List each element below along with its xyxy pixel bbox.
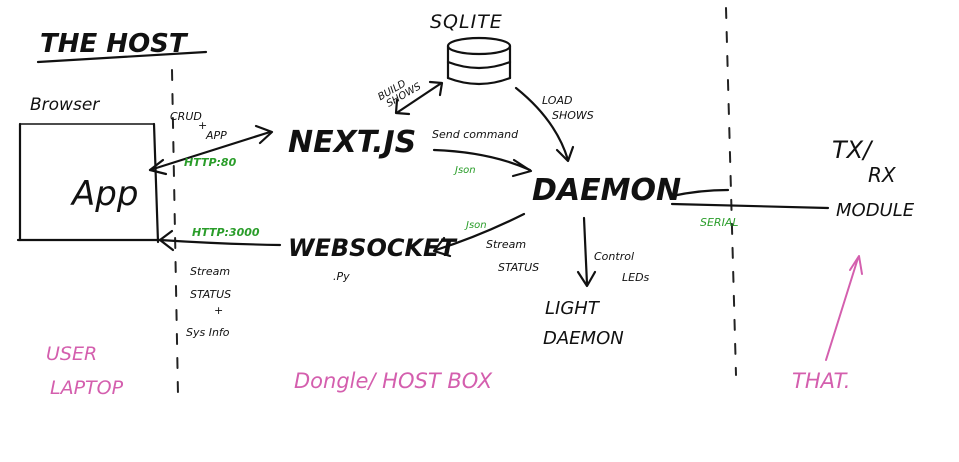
txrx-line-2: RX [868, 163, 897, 187]
sqlite-cylinder-icon [446, 36, 512, 86]
edge-nextjs-daemon-arrowhead [511, 158, 533, 178]
separator-host-module [725, 7, 737, 376]
edge-daemon-light [582, 216, 589, 286]
edge-app-nextjs-arrowhead-right [254, 124, 274, 145]
that-pointer-arrowhead [849, 255, 863, 275]
title-underline [36, 50, 208, 64]
edge-label-http3000: HTTP:3000 [192, 226, 260, 239]
edge-label-send-command: Send command [432, 128, 519, 141]
sqlite-label: SQLITE [430, 11, 503, 33]
edge-label-json-send: Json [453, 165, 476, 176]
edge-daemon-websocket [434, 212, 526, 252]
load-line-2: SHOWS [552, 109, 594, 122]
edge-serial-lower [670, 202, 830, 210]
control-line-1: Control [594, 250, 634, 263]
app-label: App [70, 174, 138, 214]
browser-right-edge [152, 122, 160, 244]
txrx-line-1: TX/ [832, 136, 874, 164]
edge-nextjs-sqlite-arrowhead-high [428, 80, 444, 97]
edge-label-stream-status: Stream STATUS [486, 238, 539, 274]
daemon-node: DAEMON [532, 173, 681, 208]
edge-label-json-stream: Json [464, 220, 487, 231]
that-pointer-arrow [825, 257, 859, 361]
light-daemon-line-2: DAEMON [543, 328, 624, 349]
load-line-1: LOAD [542, 94, 572, 107]
edge-label-load-shows: LOAD SHOWS [542, 94, 594, 122]
light-daemon-node: LIGHT DAEMON [543, 298, 624, 349]
edge-label-serial: SERIAL [700, 216, 738, 229]
edge-app-nextjs-arrowhead-left [148, 158, 168, 176]
sys-line-4: Sys Info [186, 326, 230, 339]
edge-nextjs-daemon [432, 148, 532, 172]
edge-label-build-shows: BUILD SHOWS [376, 78, 423, 110]
websocket-suffix: .Py [333, 270, 350, 283]
edge-app-nextjs [148, 130, 272, 172]
edge-nextjs-sqlite [396, 82, 442, 114]
stream-line-1: Stream [486, 238, 526, 251]
stream-line-2: STATUS [498, 261, 539, 274]
browser-label: Browser [30, 95, 100, 115]
separator-laptop-host [171, 69, 179, 396]
edge-daemon-light-arrowhead [576, 270, 597, 288]
crud-line-2: + [198, 119, 207, 132]
control-line-2: LEDs [622, 271, 650, 284]
zone-user-laptop-line-1: USER [46, 343, 97, 365]
txrx-line-3: MODULE [836, 200, 915, 221]
sys-line-3: + [214, 304, 223, 317]
websocket-node: WEBSOCKET [288, 234, 457, 262]
edge-websocket-app [158, 238, 282, 247]
zone-that: THAT. [792, 369, 850, 393]
edge-label-control-leds: Control LEDs [594, 250, 650, 284]
sys-line-1: Stream [190, 265, 230, 278]
edge-label-crud-app: CRUD + APP [170, 110, 227, 142]
nextjs-node: NEXT.JS [288, 125, 416, 160]
edge-sqlite-daemon-arrowhead [555, 145, 575, 163]
edge-websocket-app-arrowhead [158, 229, 175, 252]
edge-sqlite-daemon [514, 86, 570, 162]
edge-daemon-websocket-arrowhead [432, 236, 452, 258]
edge-label-stream-status-sys: Stream STATUS + Sys Info [186, 265, 231, 339]
sys-line-2: STATUS [190, 288, 231, 301]
crud-line-3: APP [205, 129, 227, 142]
zone-user-laptop: USER LAPTOP [46, 343, 124, 399]
light-daemon-line-1: LIGHT [545, 298, 601, 319]
edge-serial-upper [670, 188, 730, 198]
edge-nextjs-sqlite-arrowhead-low [394, 98, 411, 116]
zone-dongle-host-box: Dongle/ HOST BOX [294, 369, 493, 393]
crud-line-1: CRUD [170, 110, 202, 123]
txrx-module-node: TX/ RX MODULE [832, 136, 915, 221]
edge-label-http80: HTTP:80 [184, 156, 237, 169]
zone-user-laptop-line-2: LAPTOP [50, 377, 124, 399]
